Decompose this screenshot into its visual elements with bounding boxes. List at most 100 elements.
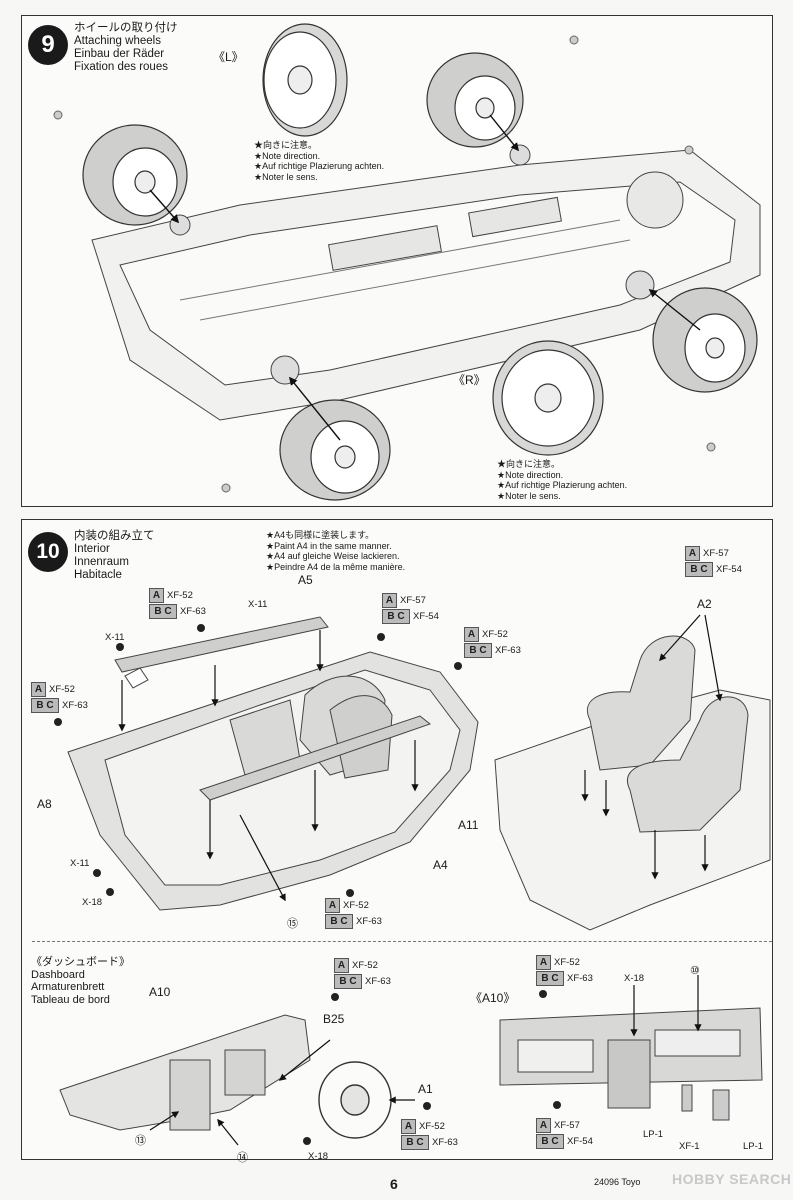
wheel-detail-left <box>262 23 348 137</box>
note-line: ★Note direction. <box>254 150 321 161</box>
part-label-a4: A4 <box>433 858 448 872</box>
interior-tub-drawing <box>67 651 479 911</box>
step-9-title: ホイールの取り付け Attaching wheels Einbau der Rä… <box>74 22 178 74</box>
step-9-note-top: ★向きに注意。 ★Note direction. ★Auf richtige P… <box>254 140 384 182</box>
part-label-a10-view: 《A10》 <box>470 991 516 1005</box>
paint-chip: B C <box>536 1133 564 1149</box>
paint-code: XF-63 <box>62 699 88 711</box>
paint-chip: A <box>334 957 349 973</box>
step-9-number: 9 <box>28 25 68 65</box>
step-10-title-de: Innenraum <box>74 556 129 568</box>
step-9-title-ja: ホイールの取り付け <box>74 22 178 34</box>
wheel-rear-right <box>652 287 758 393</box>
note-line: ★A4 auf gleiche Weise lackieren. <box>266 551 400 561</box>
note-line: ★向きに注意。 <box>497 459 561 469</box>
part-label-a11: A11 <box>458 818 479 832</box>
step-10-title-en: Interior <box>74 543 110 555</box>
part-label-x11-top: X-11 <box>248 599 268 610</box>
paint-chip: B C <box>401 1134 429 1150</box>
paint-chip: A <box>464 626 479 642</box>
paint-code: XF-63 <box>365 975 391 987</box>
reference-14: ⑭ <box>237 1152 248 1164</box>
dashboard-title-ja: 《ダッシュボード》 <box>31 956 130 968</box>
part-label-x18-panel: X-18 <box>624 973 645 984</box>
wheel-right-label: 《R》 <box>453 373 486 387</box>
part-a5-drawing <box>114 616 329 689</box>
part-label-a2: A2 <box>697 597 712 611</box>
section-divider <box>32 941 772 942</box>
paint-chip: A <box>536 954 551 970</box>
step-9-title-de: Einbau der Räder <box>74 48 165 60</box>
screw-icon <box>54 624 462 897</box>
paint-code: XF-54 <box>413 610 439 622</box>
paint-code: XF-52 <box>554 956 580 968</box>
paint-chip: A <box>382 592 397 608</box>
screw-icon <box>53 35 716 493</box>
paint-code: XF-52 <box>482 628 508 640</box>
step-9-title-fr: Fixation des roues <box>74 61 168 73</box>
paint-chip: B C <box>685 561 713 577</box>
note-line: ★A4も同様に塗装します。 <box>266 530 375 540</box>
dashboard-title-de: Armaturenbrett <box>31 981 105 993</box>
paint-chip: B C <box>334 973 362 989</box>
note-line: ★Note direction. <box>497 469 564 480</box>
paint-code: XF-63 <box>432 1136 458 1148</box>
chassis-drawing <box>91 144 761 421</box>
paint-chip: A <box>685 545 700 561</box>
part-label-a5: A5 <box>298 573 313 587</box>
paint-code: XF-54 <box>716 563 742 575</box>
step-10-note: ★A4も同様に塗装します。 ★Paint A4 in the same mann… <box>266 530 405 572</box>
paint-code: XF-52 <box>419 1120 445 1132</box>
paint-chip: B C <box>464 642 492 658</box>
wheel-front-left <box>82 124 188 226</box>
wheel-front-right <box>279 399 391 501</box>
paint-code: XF-57 <box>554 1119 580 1131</box>
paint-chip: B C <box>149 603 177 619</box>
reference-15: ⑮ <box>287 918 298 930</box>
seat-arrows <box>581 614 723 880</box>
dashboard-title-en: Dashboard <box>31 968 85 981</box>
paint-code: XF-52 <box>49 683 75 695</box>
note-line: ★Auf richtige Plazierung achten. <box>254 161 385 171</box>
watermark: HOBBY SEARCH <box>672 1171 792 1187</box>
step-10-title-fr: Habitacle <box>74 569 122 581</box>
paint-chip: A <box>536 1117 551 1133</box>
page-number: 6 <box>390 1176 398 1192</box>
part-label-xf1: XF-1 <box>679 1141 700 1152</box>
paint-chip: B C <box>325 913 353 929</box>
part-label-a10: A10 <box>149 985 171 999</box>
reference-13: ⑬ <box>135 1135 146 1147</box>
step-10-arrows <box>118 630 419 902</box>
product-code: 24096 Toyo <box>594 1177 641 1187</box>
paint-code: XF-57 <box>400 594 426 606</box>
dashboard-a10-drawing <box>59 1014 311 1131</box>
paint-code: XF-63 <box>567 972 593 984</box>
step-10-title-ja: 内装の組み立て <box>74 530 155 542</box>
paint-code: XF-57 <box>703 547 729 559</box>
part-label-lp1-left: LP-1 <box>643 1129 664 1140</box>
paint-chip: B C <box>536 970 564 986</box>
part-label-a1: A1 <box>418 1082 433 1096</box>
paint-chip: A <box>325 897 340 913</box>
paint-chip: B C <box>31 697 59 713</box>
paint-chip: A <box>401 1118 416 1134</box>
paint-code: XF-63 <box>180 605 206 617</box>
paint-code: XF-52 <box>343 899 369 911</box>
step-10-number: 10 <box>28 532 68 572</box>
part-label-x18: X-18 <box>82 897 103 908</box>
part-label-x11-bottom: X-11 <box>70 858 90 869</box>
part-label-lp1-right: LP-1 <box>743 1141 764 1152</box>
dashboard-title: 《ダッシュボード》 Dashboard Armaturenbrett Table… <box>31 956 130 1006</box>
dashboard-view-drawing <box>499 1007 763 1121</box>
seat-assembly-drawing <box>494 635 771 931</box>
step-10-title: 内装の組み立て Interior Innenraum Habitacle <box>74 530 155 582</box>
part-label-a8: A8 <box>37 797 52 811</box>
